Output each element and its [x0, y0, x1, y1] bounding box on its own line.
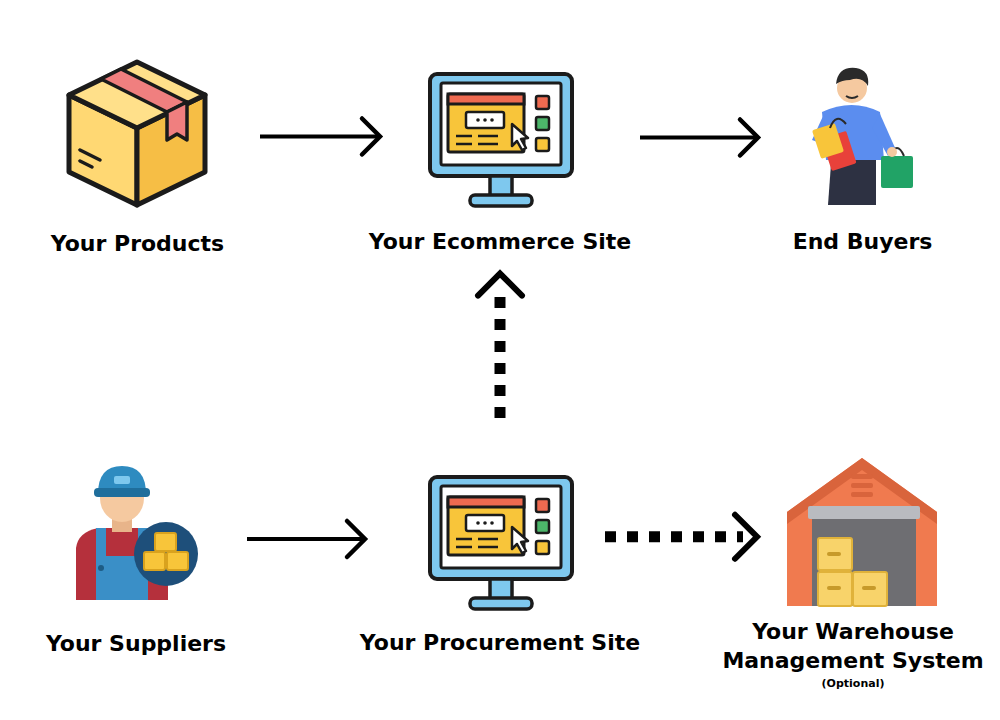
arrow-head: [347, 521, 365, 557]
solid-arrow: [260, 119, 380, 155]
connector-line: [247, 537, 363, 541]
node-label: Your Procurement Site: [360, 629, 640, 658]
products-node: Your Products: [65, 58, 210, 210]
solid-arrow: [247, 521, 365, 557]
node-title: Your Procurement Site: [360, 629, 640, 658]
connector-line: [495, 288, 506, 418]
node-label: Your Products: [51, 230, 224, 259]
node-title: End Buyers: [793, 228, 933, 257]
node-title: Your Ecommerce Site: [369, 228, 631, 257]
dotted-arrow: [478, 274, 522, 418]
connector-line: [640, 136, 756, 140]
solid-arrow: [640, 120, 758, 156]
suppliers-node: Your Suppliers: [72, 466, 200, 606]
connector-line: [605, 531, 743, 542]
supplier-icon: [76, 466, 198, 600]
warehouse-icon: [787, 458, 937, 606]
node-title: Your Suppliers: [46, 630, 226, 659]
arrow-head: [735, 515, 757, 559]
procurement-node: Your Procurement Site: [425, 473, 575, 611]
arrow-head: [740, 120, 758, 156]
arrow-head: [362, 119, 380, 155]
arrow-head: [478, 274, 522, 296]
node-label: Your Ecommerce Site: [369, 228, 631, 257]
node-title: Your Products: [51, 230, 224, 259]
product-box-icon: [69, 62, 205, 205]
buyers-node: End Buyers: [805, 62, 920, 210]
dotted-arrow: [605, 515, 757, 559]
node-label: End Buyers: [793, 228, 933, 257]
connector-line: [260, 135, 378, 139]
ecommerce-node: Your Ecommerce Site: [425, 70, 575, 208]
procurement-monitor-icon: [430, 477, 572, 609]
node-title: Your Warehouse Management System: [710, 618, 996, 675]
warehouse-node: Your Warehouse Management System(Optiona…: [785, 455, 940, 608]
ecommerce-monitor-icon: [430, 74, 572, 206]
node-note: (Optional): [710, 675, 996, 693]
shopper-icon: [812, 68, 913, 205]
node-label: Your Warehouse Management System(Optiona…: [710, 618, 996, 693]
node-label: Your Suppliers: [46, 630, 226, 659]
